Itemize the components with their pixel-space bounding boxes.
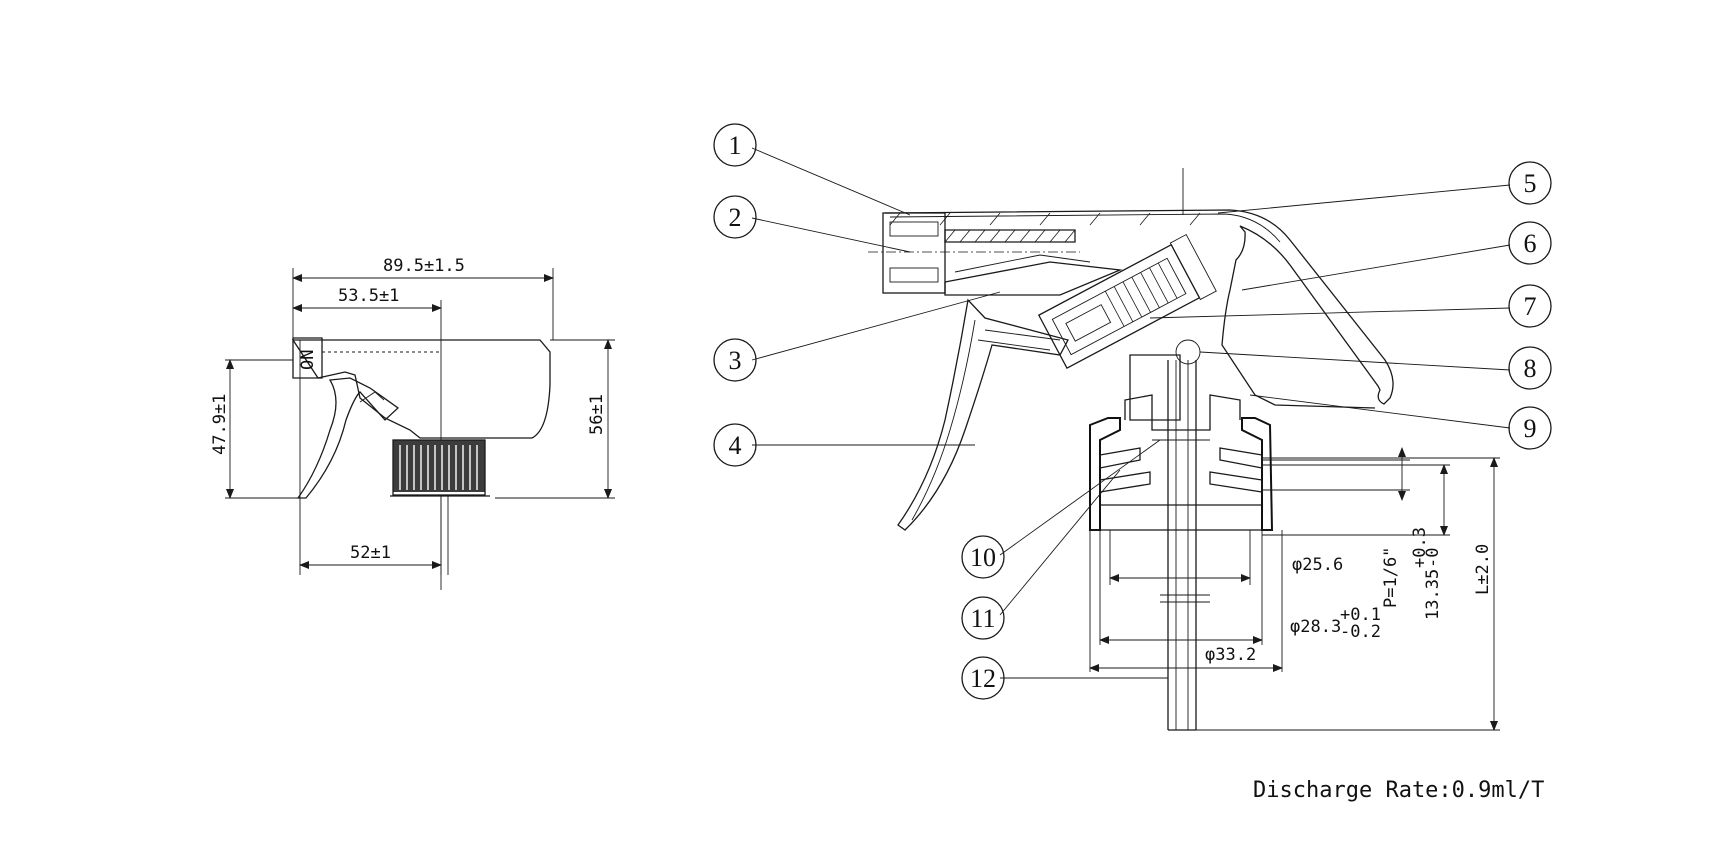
callout-8: 8	[1508, 346, 1552, 390]
dim-thread-diameter: φ28.3 +0.1 -0.2	[1290, 605, 1381, 642]
nozzle-section	[882, 212, 946, 294]
callout-11-label: 11	[970, 604, 995, 633]
dimension-lines-section	[1089, 447, 1500, 731]
dim-cap-height-main: 13.35	[1423, 569, 1443, 620]
section-view: 1 2 3 4 5 6 7 8 9 10 11 12	[713, 123, 1552, 731]
piston-cylinder	[1037, 233, 1217, 370]
dim-thread-pitch: P=1/6"	[1381, 547, 1401, 608]
dim-outer-diameter: φ33.2	[1205, 645, 1256, 665]
dim-overall-height: 56±1	[587, 394, 607, 435]
nozzle-outline	[292, 337, 323, 379]
dimension-lines-side	[225, 268, 615, 590]
cap-section	[1089, 394, 1274, 531]
dim-tube-length: L±2.0	[1473, 544, 1493, 595]
callout-4-label: 4	[729, 431, 742, 460]
callout-9-label: 9	[1524, 414, 1537, 443]
dim-thread-diameter-tol-plus: +0.1	[1340, 605, 1381, 625]
cap-ribs	[393, 440, 485, 492]
dim-cap-height: 13.35 +0.3 -0	[1410, 527, 1443, 620]
side-view: ON	[210, 256, 615, 590]
discharge-rate-note: Discharge Rate:0.9ml/T	[1253, 778, 1544, 803]
dim-thread-diameter-tol-minus: -0.2	[1340, 622, 1381, 642]
callout-6-label: 6	[1524, 229, 1537, 258]
callout-12-label: 12	[970, 664, 996, 693]
callout-6: 6	[1508, 221, 1552, 265]
dim-thread-diameter-main: φ28.3	[1290, 617, 1341, 637]
dim-trigger-to-axis: 52±1	[350, 543, 391, 563]
dim-cap-height-tol-minus: -0	[1423, 548, 1443, 568]
callout-3-label: 3	[729, 346, 742, 375]
sprayer-body-outline	[291, 339, 551, 439]
callout-1-label: 1	[729, 131, 742, 160]
callout-7: 7	[1508, 284, 1552, 328]
shroud-outline	[884, 209, 1394, 409]
dip-tube-section	[1160, 360, 1210, 731]
dim-inner-diameter: φ25.6	[1292, 555, 1343, 575]
dim-trigger-height: 47.9±1	[210, 394, 230, 455]
callout-10: 10	[961, 535, 1005, 579]
callout-2: 2	[713, 195, 757, 239]
callout-5-label: 5	[1524, 169, 1537, 198]
callout-2-label: 2	[729, 203, 742, 232]
hatched-channel	[889, 212, 1201, 243]
dim-cap-height-tol-plus: +0.3	[1410, 527, 1430, 568]
callout-3: 3	[713, 338, 757, 382]
nozzle-marking: ON	[298, 350, 318, 370]
callout-4: 4	[713, 423, 757, 467]
callout-1: 1	[713, 123, 757, 167]
part-callouts: 1 2 3 4 5 6 7 8 9 10 11 12	[713, 123, 1552, 700]
dim-nozzle-to-cap: 53.5±1	[338, 286, 399, 306]
callout-5: 5	[1508, 161, 1552, 205]
callout-9: 9	[1508, 406, 1552, 450]
callout-10-label: 10	[970, 543, 996, 572]
callout-7-label: 7	[1524, 292, 1537, 321]
callout-8-label: 8	[1524, 354, 1537, 383]
callout-12: 12	[961, 656, 1005, 700]
part-leaders	[751, 147, 1511, 679]
trigger-section	[897, 298, 1069, 531]
callout-11: 11	[961, 596, 1005, 640]
trigger-outline	[296, 377, 400, 499]
dim-overall-length: 89.5±1.5	[383, 256, 465, 276]
